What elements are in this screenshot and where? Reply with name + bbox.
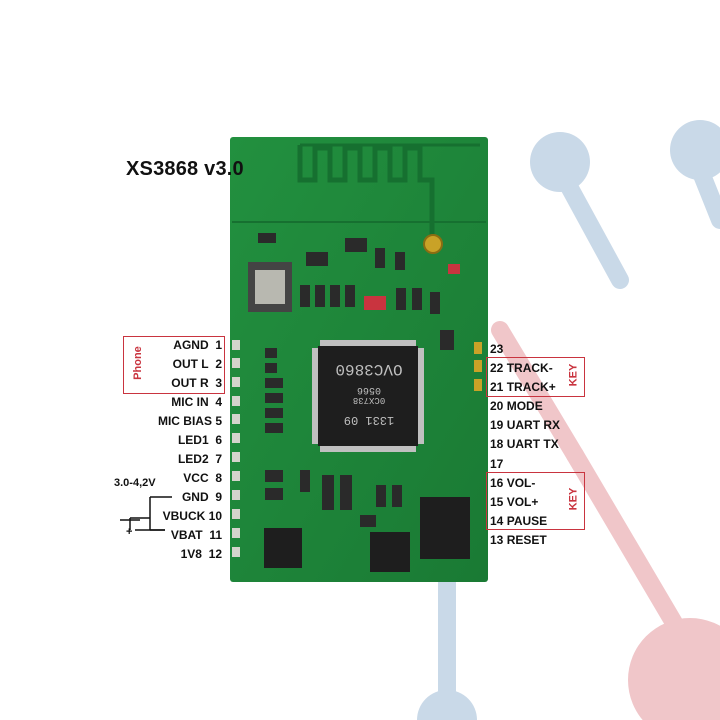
left-pin-12: 1V8 12	[180, 547, 222, 561]
right-pin-16: 16 VOL-	[490, 476, 536, 490]
right-pin-13: 13 RESET	[490, 533, 547, 547]
chip-line-2: 0CX738	[352, 395, 386, 405]
left-pin-3: OUT R 3	[171, 376, 222, 390]
left-pin-11: VBAT 11	[170, 528, 222, 542]
right-pin-14: 14 PAUSE	[490, 514, 548, 528]
right-pin-20: 20 MODE	[490, 399, 543, 413]
transistor-2	[370, 532, 410, 572]
module-title: XS3868 v3.0	[126, 158, 244, 180]
right-pin-19: 19 UART RX	[490, 418, 561, 432]
left-edge-pads	[232, 340, 240, 557]
left-pin-9: GND 9	[181, 490, 222, 504]
led-component	[364, 296, 386, 310]
right-edge-pads	[474, 342, 482, 391]
left-pin-1: AGND 1	[173, 338, 222, 352]
key-group-label-bottom: KEY	[567, 487, 580, 511]
right-pin-15: 15 VOL+	[490, 495, 539, 509]
key-group-box-bottom	[486, 472, 585, 530]
sop-chip	[420, 497, 470, 559]
chip-line-3: 0566	[357, 384, 382, 395]
watermark-blue-dot-1	[530, 132, 590, 192]
right-pin-21: 21 TRACK+	[490, 380, 556, 394]
transistor-1	[264, 528, 302, 568]
left-pin-8: VCC 8	[183, 471, 222, 485]
right-pin-23: 23	[490, 342, 504, 356]
right-pin-18: 18 UART TX	[490, 437, 559, 451]
battery-symbol	[120, 496, 172, 531]
antenna-pad	[423, 234, 443, 254]
key-group-label-top: KEY	[567, 363, 580, 387]
watermark-blue-dot-3	[417, 690, 477, 720]
chip-line-4: OVC3860	[335, 360, 403, 378]
smd-components	[258, 233, 454, 527]
left-pin-7: LED2 7	[177, 452, 222, 466]
antenna-trace	[297, 145, 435, 240]
left-pin-2: OUT L 2	[172, 357, 222, 371]
phone-group-box	[123, 336, 225, 394]
left-pin-5: MIC BIAS 5	[157, 414, 222, 428]
left-pin-6: LED1 6	[177, 433, 222, 447]
battery-voltage-label: 3.0-4,2V	[114, 477, 156, 489]
left-pin-4: MIC IN 4	[171, 395, 222, 409]
main-chip	[318, 346, 418, 446]
right-pin-17: 17	[490, 457, 504, 471]
chip-marking: 1331 09 0CX738 0566 OVC3860	[330, 360, 408, 427]
chip-pins	[312, 340, 424, 452]
left-pin-10: VBUCK 10	[162, 509, 222, 523]
key-group-box-top	[486, 357, 585, 397]
chip-line-1: 1331 09	[343, 413, 395, 427]
watermark-blue-dot-2	[670, 120, 720, 180]
battery-plus-label: +	[126, 526, 133, 538]
right-pin-22: 22 TRACK-	[490, 361, 553, 375]
watermark-red-dot-1	[628, 618, 720, 720]
